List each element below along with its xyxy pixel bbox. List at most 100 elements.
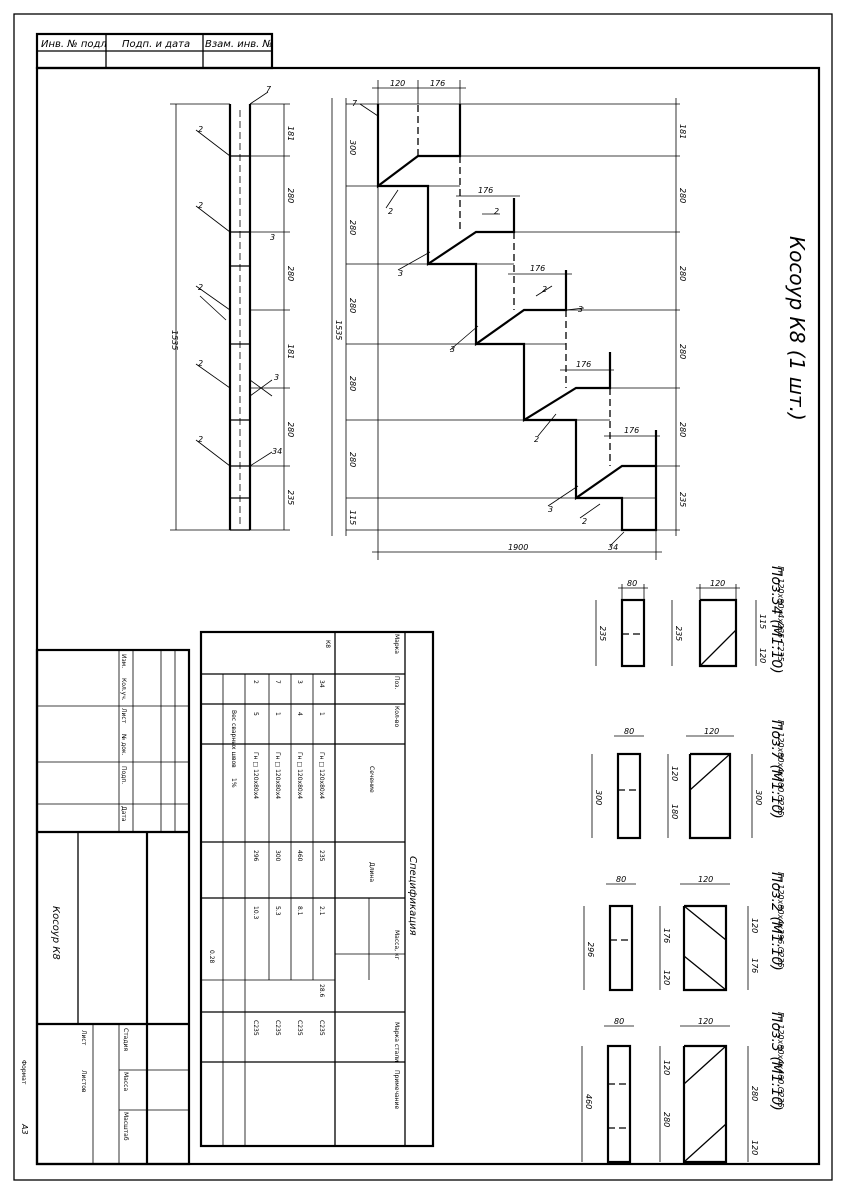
side-view: 1535 181 280 280 181 280 235 bbox=[170, 85, 295, 531]
stringer-dim-120: 120 bbox=[390, 79, 405, 88]
pos34-subtitle: Гн 120х80х4х235 С235 bbox=[776, 566, 785, 662]
pos34-dim-115: 115 bbox=[758, 614, 767, 629]
position-7: 80 120 300 300 120 180 Поз.7 (М1:10) Гн … bbox=[591, 720, 785, 840]
stringer-dim-280-b: 280 bbox=[348, 298, 357, 313]
spec-header-primechanie: Примечание bbox=[393, 1070, 400, 1109]
stamp-podp-data: Подп. и дата bbox=[122, 39, 190, 50]
side-dim-235: 235 bbox=[286, 490, 295, 505]
svg-text:235: 235 bbox=[318, 850, 325, 862]
svg-text:3: 3 bbox=[296, 680, 303, 684]
side-leader-3-b: 3 bbox=[274, 373, 279, 382]
tb-massa: Масса bbox=[122, 1072, 129, 1091]
svg-text:Гн □ 120х80х4: Гн □ 120х80х4 bbox=[296, 752, 303, 799]
pos2-dim-120: 120 bbox=[698, 875, 713, 884]
pos3-dim-280b: 280 bbox=[750, 1086, 759, 1101]
spec-row-4: 2 5 Гн □ 120х80х4 296 10.3 С235 bbox=[252, 680, 259, 1036]
pos3-title: Поз.3 (М1:10) bbox=[768, 1012, 784, 1111]
tb-stadia: Стадия bbox=[122, 1028, 129, 1051]
side-leader-2-e: 2 bbox=[198, 435, 203, 444]
stringer-dim-280-f: 280 bbox=[678, 266, 687, 281]
spec-header-kol: Кол-во bbox=[393, 706, 400, 727]
pos3-dim-80: 80 bbox=[614, 1017, 624, 1026]
position-2: 80 120 296 176 120 120 176 Поз.2 (М1:10)… bbox=[583, 872, 785, 992]
stringer-dim-1535: 1535 bbox=[334, 320, 343, 340]
pos2-dim-80: 80 bbox=[616, 875, 626, 884]
sheet-outer-frame bbox=[13, 13, 833, 1181]
stringer-dim-280-h: 280 bbox=[678, 422, 687, 437]
svg-text:Гн □ 120х80х4: Гн □ 120х80х4 bbox=[274, 752, 281, 799]
svg-text:Гн □ 120х80х4: Гн □ 120х80х4 bbox=[318, 752, 325, 799]
spec-title: Спецификация bbox=[407, 856, 418, 936]
spec-weld-note: Вес сварных швов bbox=[230, 710, 237, 768]
stringer-dim-280-c: 280 bbox=[348, 376, 357, 391]
stringer-dim-280-d: 280 bbox=[348, 452, 357, 467]
pos3-dim-120c: 120 bbox=[750, 1140, 759, 1155]
pos34-dim-235-b: 235 bbox=[674, 626, 683, 641]
tb-list: Лист bbox=[120, 708, 127, 724]
side-leader-3-a: 3 bbox=[270, 233, 275, 242]
pos7-dim-180: 180 bbox=[670, 804, 679, 819]
pos2-subtitle: Гн 120х80х4х296 С235 bbox=[776, 872, 785, 968]
spec-header-poz: Поз. bbox=[393, 676, 400, 689]
svg-text:2: 2 bbox=[252, 680, 259, 684]
stringer-leader-2-a: 2 bbox=[388, 207, 393, 216]
svg-text:Гн □ 120х80х4: Гн □ 120х80х4 bbox=[252, 752, 259, 799]
tb-kol: Кол.уч. bbox=[120, 678, 127, 701]
spec-weld-pct: 1% bbox=[230, 778, 237, 788]
stringer-leader-2-e: 2 bbox=[582, 517, 587, 526]
stamp-inv-podl: Инв. № подл bbox=[41, 39, 107, 50]
stringer-dim-176-b: 176 bbox=[478, 186, 493, 195]
pos2-dim-120b: 120 bbox=[662, 970, 671, 985]
side-dim-181: 181 bbox=[286, 126, 295, 141]
stringer-leader-3-d: 3 bbox=[548, 505, 553, 514]
spec-total: 0.28 bbox=[208, 950, 215, 964]
stamp-vzam-inv: Взам. инв. № bbox=[205, 39, 273, 50]
side-dim-181-b: 181 bbox=[286, 344, 295, 359]
tb-podp: Подп. bbox=[120, 766, 127, 784]
pos3-dim-460: 460 bbox=[584, 1094, 593, 1109]
pos7-title: Поз.7 (М1:10) bbox=[768, 720, 784, 819]
svg-text:5: 5 bbox=[252, 712, 259, 716]
stringer-leader-2-b: 2 bbox=[494, 207, 499, 216]
pos7-subtitle: Гн 120х80х4х300 С235 bbox=[776, 720, 785, 816]
stringer-dim-280-e: 280 bbox=[678, 188, 687, 203]
side-leader-2-a: 2 bbox=[198, 125, 203, 134]
inventory-stamp: Инв. № подл Подп. и дата Взам. инв. № bbox=[35, 32, 274, 70]
spec-row-2: 3 4 Гн □ 120х80х4 460 8.1 С235 bbox=[296, 680, 303, 1036]
svg-text:300: 300 bbox=[274, 850, 281, 862]
tb-listov: Листов bbox=[80, 1070, 87, 1093]
pos3-dim-120b: 120 bbox=[662, 1060, 671, 1075]
side-leader-2-d: 2 bbox=[198, 359, 203, 368]
svg-text:10.3: 10.3 bbox=[252, 906, 259, 920]
side-dim-280-b: 280 bbox=[286, 266, 295, 281]
svg-text:34: 34 bbox=[318, 680, 325, 688]
svg-text:2.1: 2.1 bbox=[318, 906, 325, 916]
tb-izm: Изм. bbox=[120, 654, 127, 668]
svg-text:5.3: 5.3 bbox=[274, 906, 281, 916]
stringer-leader-34: 34 bbox=[608, 543, 618, 552]
pos34-title: Поз.34 (М1:10) bbox=[768, 566, 784, 674]
stringer-dim-176-d: 176 bbox=[576, 360, 591, 369]
pos3-dim-120: 120 bbox=[698, 1017, 713, 1026]
pos7-dim-80: 80 bbox=[624, 727, 634, 736]
spec-header-dlina: Длина bbox=[368, 862, 375, 882]
spec-row-1: 34 1 Гн □ 120х80х4 235 2.1 С235 bbox=[318, 680, 325, 1036]
stringer-leader-3-c: 3 bbox=[450, 345, 455, 354]
title-block: Изм. Кол.уч. Лист № док. Подп. Дата Косо… bbox=[35, 648, 191, 1166]
pos2-dim-176b: 176 bbox=[750, 958, 759, 973]
tb-masshtab: Масштаб bbox=[122, 1112, 129, 1141]
stringer-dim-176-a: 176 bbox=[430, 79, 445, 88]
svg-text:4: 4 bbox=[296, 712, 303, 716]
side-dim-1535: 1535 bbox=[170, 330, 179, 350]
stringer-dim-280-a: 280 bbox=[348, 220, 357, 235]
svg-text:7: 7 bbox=[274, 680, 281, 684]
svg-text:1: 1 bbox=[274, 712, 281, 716]
pos7-dim-120: 120 bbox=[704, 727, 719, 736]
svg-text:460: 460 bbox=[296, 850, 303, 862]
svg-text:8.1: 8.1 bbox=[296, 906, 303, 916]
stringer-dim-115: 115 bbox=[348, 510, 357, 525]
stringer-dim-176-c: 176 bbox=[530, 264, 545, 273]
position-details: 80 120 235 235 115 120 Поз.34 (М1:10) Гн… bbox=[581, 566, 785, 1164]
svg-text:С235: С235 bbox=[252, 1020, 259, 1036]
